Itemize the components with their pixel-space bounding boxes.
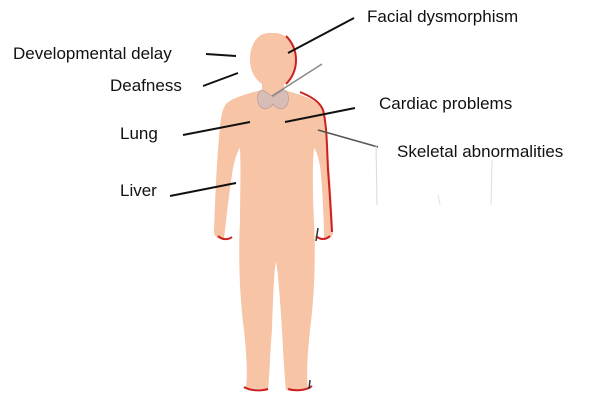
label-facial-dysmorphism: Facial dysmorphism <box>367 7 518 27</box>
label-lung: Lung <box>120 124 158 144</box>
label-liver: Liver <box>120 181 157 201</box>
faint-line-1 <box>376 146 377 205</box>
left-hand-outline <box>218 236 232 239</box>
right-hand-tick <box>316 228 318 241</box>
faint-line-2 <box>491 160 492 205</box>
deafness-leader-line <box>203 73 238 86</box>
human-body-silhouette <box>214 33 333 390</box>
facial-leader-line <box>288 18 354 53</box>
label-cardiac-problems: Cardiac problems <box>379 94 512 114</box>
faint-line-3 <box>438 195 440 205</box>
label-skeletal-abnormalities: Skeletal abnormalities <box>397 142 563 162</box>
label-deafness: Deafness <box>110 76 182 96</box>
right-foot-tick <box>309 380 310 389</box>
label-developmental-delay: Developmental delay <box>13 44 172 64</box>
developmental-leader-line <box>206 54 236 56</box>
